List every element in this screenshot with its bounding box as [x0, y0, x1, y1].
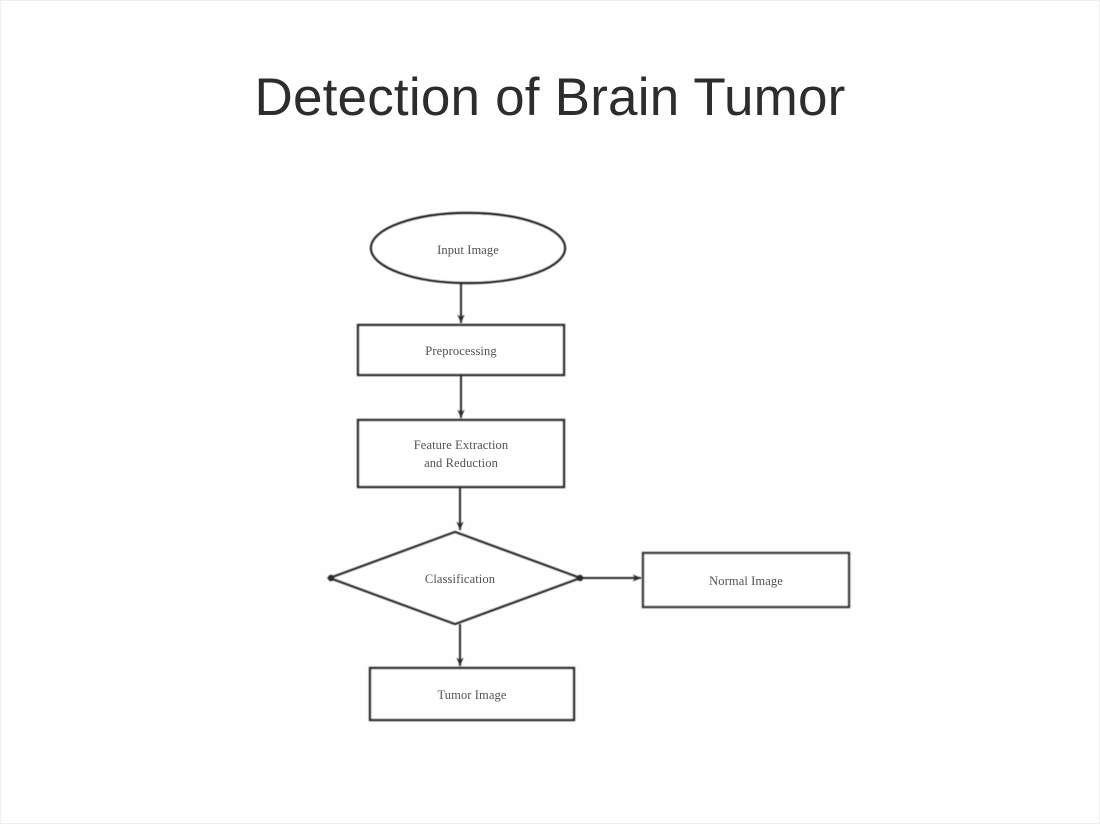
- node-normal-image[interactable]: [641, 551, 851, 609]
- flow-connectors: [456, 283, 642, 667]
- node-feature-extraction[interactable]: [356, 418, 566, 489]
- node-input-image[interactable]: [369, 211, 567, 285]
- classification-right-vertex-dot: [576, 574, 584, 582]
- node-preprocessing[interactable]: [356, 323, 566, 377]
- node-tumor-image[interactable]: [368, 666, 576, 722]
- page-title: Detection of Brain Tumor: [254, 68, 846, 127]
- classification-left-vertex-dot: [327, 574, 335, 582]
- node-classification[interactable]: [326, 530, 584, 626]
